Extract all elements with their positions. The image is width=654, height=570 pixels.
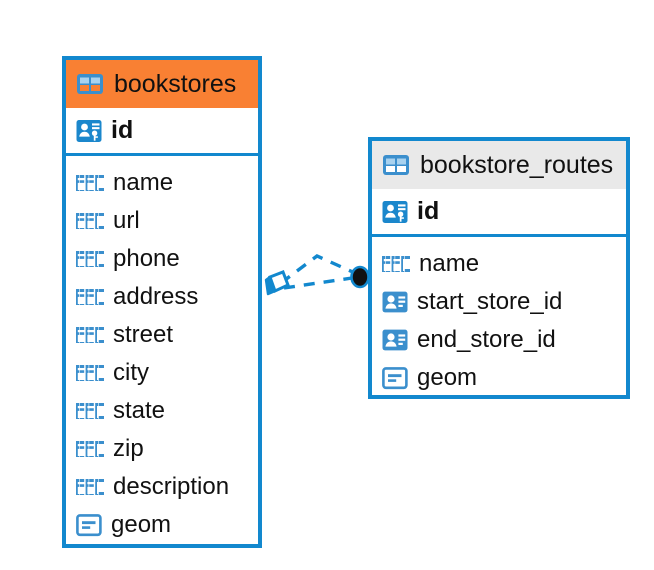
entity-title-bookstores: bookstores bbox=[114, 69, 237, 98]
field-row-geom[interactable]: geom bbox=[66, 506, 258, 544]
field-label: street bbox=[113, 321, 174, 348]
primary-key-label: id bbox=[417, 197, 440, 225]
field-row-name[interactable]: name bbox=[372, 245, 626, 283]
field-row-street[interactable]: street bbox=[66, 316, 258, 354]
table-icon bbox=[76, 73, 104, 95]
field-label: phone bbox=[113, 245, 180, 272]
entity-title-bookstore-routes: bookstore_routes bbox=[420, 150, 614, 179]
abc-text-icon bbox=[382, 255, 410, 273]
field-label: geom bbox=[111, 511, 172, 538]
field-label: name bbox=[419, 250, 480, 277]
geometry-icon bbox=[382, 366, 408, 390]
field-label: address bbox=[113, 283, 199, 310]
field-row-primary-key[interactable]: id bbox=[66, 108, 258, 156]
table-icon bbox=[382, 154, 410, 176]
field-label: name bbox=[113, 169, 174, 196]
field-label: geom bbox=[417, 364, 478, 391]
field-row-url[interactable]: url bbox=[66, 202, 258, 240]
entity-bookstores[interactable]: bookstores id bbox=[62, 56, 262, 548]
field-row-zip[interactable]: zip bbox=[66, 430, 258, 468]
field-row-description[interactable]: description bbox=[66, 468, 258, 506]
field-row-geom[interactable]: geom bbox=[372, 359, 626, 397]
field-list-bookstore-routes: name start_store_id bbox=[372, 237, 626, 405]
relationship-line-upper bbox=[279, 254, 356, 285]
abc-text-icon bbox=[76, 402, 104, 420]
field-label: state bbox=[113, 397, 166, 424]
abc-text-icon bbox=[76, 440, 104, 458]
primary-key-label: id bbox=[111, 116, 134, 144]
filled-circle-marker bbox=[350, 265, 370, 289]
relationship-line-lower bbox=[283, 276, 353, 290]
abc-text-icon bbox=[76, 326, 104, 344]
abc-text-icon bbox=[76, 478, 104, 496]
abc-text-icon bbox=[76, 288, 104, 306]
field-row-start-store-id[interactable]: start_store_id bbox=[372, 283, 626, 321]
field-row-city[interactable]: city bbox=[66, 354, 258, 392]
abc-text-icon bbox=[76, 250, 104, 268]
diamond-marker-tail bbox=[264, 275, 277, 296]
field-label: city bbox=[113, 359, 149, 386]
field-row-address[interactable]: address bbox=[66, 278, 258, 316]
foreign-key-icon bbox=[382, 290, 408, 314]
entity-header-bookstores[interactable]: bookstores bbox=[66, 60, 258, 108]
foreign-key-icon bbox=[382, 328, 408, 352]
primary-key-icon bbox=[382, 200, 408, 224]
entity-header-bookstore-routes[interactable]: bookstore_routes bbox=[372, 141, 626, 189]
primary-key-icon bbox=[76, 119, 102, 143]
entity-bookstore-routes[interactable]: bookstore_routes id bbox=[368, 137, 630, 399]
field-row-state[interactable]: state bbox=[66, 392, 258, 430]
geometry-icon bbox=[76, 513, 102, 537]
field-row-name[interactable]: name bbox=[66, 164, 258, 202]
abc-text-icon bbox=[76, 174, 104, 192]
field-label: start_store_id bbox=[417, 288, 563, 315]
abc-text-icon bbox=[76, 212, 104, 230]
field-row-phone[interactable]: phone bbox=[66, 240, 258, 278]
diamond-marker bbox=[268, 270, 290, 294]
field-label: end_store_id bbox=[417, 326, 556, 353]
field-label: zip bbox=[113, 435, 144, 462]
abc-text-icon bbox=[76, 364, 104, 382]
field-label: description bbox=[113, 473, 230, 500]
field-row-primary-key[interactable]: id bbox=[372, 189, 626, 237]
field-list-bookstores: name url bbox=[66, 156, 258, 552]
field-row-end-store-id[interactable]: end_store_id bbox=[372, 321, 626, 359]
field-label: url bbox=[113, 207, 140, 234]
